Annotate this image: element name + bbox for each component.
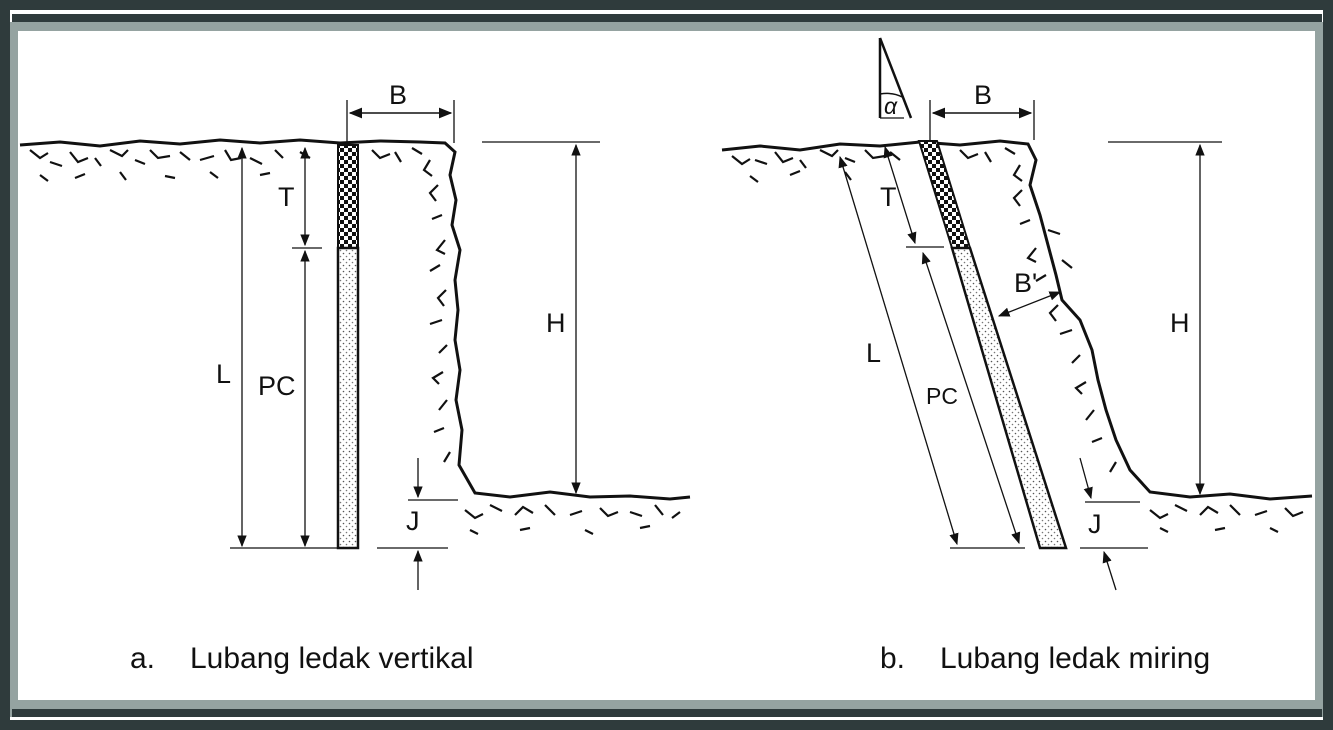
figure-b-powder-column bbox=[950, 246, 1068, 550]
figure-a-caption: Lubang ledak vertikal bbox=[190, 642, 474, 675]
figure-b-subdrill-arrow-bottom bbox=[1102, 550, 1117, 591]
figure-b-label-L: L bbox=[866, 338, 881, 368]
figure-a-label-L: L bbox=[216, 359, 231, 389]
figure-b-label-B-prime: B' bbox=[1014, 268, 1037, 298]
figure-b-inclination-angle bbox=[878, 37, 913, 119]
figure-b-label-J: J bbox=[1088, 509, 1102, 539]
figure-b-label-B: B bbox=[974, 80, 992, 110]
figure-a-vertical-blasthole: B T L PC H J bbox=[19, 80, 691, 590]
figure-b-label-PC: PC bbox=[926, 383, 958, 409]
figure-a-caption-letter: a. bbox=[130, 642, 155, 675]
figure-b-caption-letter: b. bbox=[880, 642, 905, 675]
figure-b-bench-profile bbox=[721, 139, 1313, 501]
figure-b-label-T: T bbox=[880, 182, 897, 212]
figure-b-stemming bbox=[917, 140, 972, 249]
figure-b-hole-length-dimension bbox=[838, 155, 959, 546]
figure-a-powder-column bbox=[336, 246, 360, 550]
figure-b-powder-column-dimension bbox=[921, 251, 1021, 545]
figure-b-stemming-dimension bbox=[883, 145, 917, 245]
figure-a-label-J: J bbox=[406, 506, 420, 536]
figure-b-rock-texture bbox=[731, 147, 1304, 533]
figure-b-inclined-blasthole: α B B' T L PC H J bbox=[721, 37, 1313, 591]
figure-a-label-B: B bbox=[389, 80, 407, 110]
figure-a-label-PC: PC bbox=[258, 371, 296, 401]
figure-a-bench-profile bbox=[19, 138, 691, 501]
figure-a-label-T: T bbox=[278, 182, 295, 212]
figure-b-label-alpha: α bbox=[884, 93, 898, 119]
figure-a-rock-texture bbox=[29, 147, 681, 535]
figure-b-caption: Lubang ledak miring bbox=[940, 642, 1210, 675]
figure-b-label-H: H bbox=[1170, 308, 1190, 338]
figure-a-label-H: H bbox=[546, 308, 566, 338]
figure-b-subdrill-arrow-top bbox=[1079, 457, 1093, 500]
figure-a-stemming bbox=[337, 144, 359, 249]
